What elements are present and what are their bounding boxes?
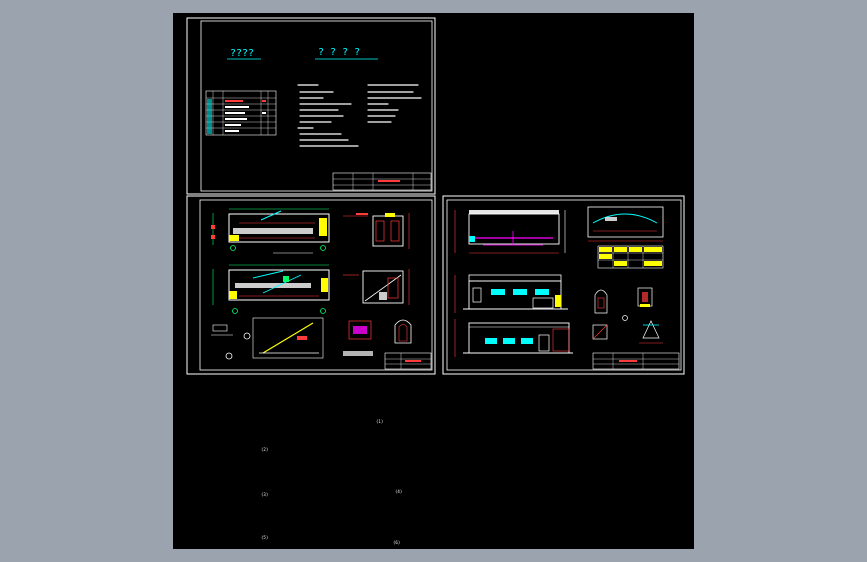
front-elevation bbox=[454, 274, 568, 313]
canvas-label-3: (3) bbox=[261, 492, 268, 497]
sheet-cover[interactable]: ???? ? ? ? ? bbox=[186, 17, 436, 195]
design-notes-block bbox=[297, 84, 422, 147]
plans-title-block bbox=[384, 352, 432, 370]
canvas-label-1: (1) bbox=[376, 419, 383, 424]
canvas-label-2: (2) bbox=[261, 447, 268, 452]
cover-title-block bbox=[332, 172, 432, 191]
door-window-details bbox=[343, 319, 412, 356]
sheet-elevations-outer-border bbox=[442, 195, 685, 375]
sheet-plans-outer-border bbox=[186, 195, 436, 375]
cad-drawing: ???? ? ? ? ? bbox=[186, 17, 685, 545]
roof-arch-section bbox=[587, 206, 664, 242]
sheet-cover-outer-border bbox=[186, 17, 436, 195]
sheet-cover-inner-border bbox=[200, 20, 433, 192]
stair-section-lower bbox=[343, 269, 410, 305]
canvas-label-5: (5) bbox=[261, 535, 268, 540]
canvas-label-6: (6) bbox=[393, 540, 400, 545]
elevations-title-block bbox=[592, 352, 680, 370]
sheet-elevations-inner-border bbox=[446, 199, 682, 371]
cover-title-left: ???? bbox=[230, 48, 254, 59]
stair-detail bbox=[211, 317, 324, 360]
cad-model-space[interactable]: ???? ? ? ? ? bbox=[173, 13, 694, 549]
side-elevation bbox=[454, 319, 573, 357]
drawing-index-table bbox=[205, 90, 277, 136]
model-space-labels: (1) (2) (3) (4) (5) (6) bbox=[261, 419, 402, 545]
sheet-elevations[interactable] bbox=[442, 195, 685, 375]
material-color-legend bbox=[597, 245, 664, 269]
floor-plan-lower bbox=[212, 264, 330, 314]
canvas-label-4: (4) bbox=[395, 489, 402, 494]
window-details bbox=[594, 287, 653, 314]
foundation-details bbox=[592, 315, 663, 344]
sheet-plans-inner-border bbox=[199, 199, 433, 371]
longitudinal-section bbox=[454, 210, 566, 254]
section-detail-upper bbox=[343, 213, 410, 249]
cover-title-right: ? ? ? ? bbox=[318, 47, 360, 58]
floor-plan-upper bbox=[211, 208, 330, 254]
sheet-plans[interactable] bbox=[186, 195, 436, 375]
